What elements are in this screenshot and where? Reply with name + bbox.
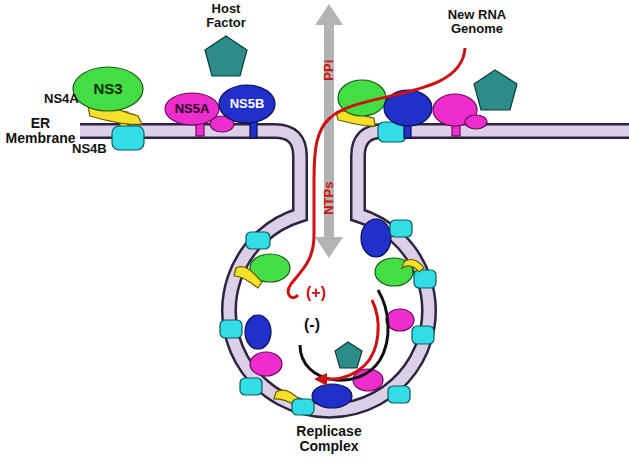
protein-ellipse: NS3	[72, 66, 144, 112]
flux-label: PPi	[322, 60, 336, 81]
transport-arrow-part	[315, 4, 343, 25]
protein-ellipse: NS5B	[218, 84, 276, 124]
er-membrane-part	[80, 131, 629, 411]
part-label: (+)	[306, 284, 326, 302]
part-label: (-)	[304, 316, 320, 334]
protein-name: NS5A	[175, 102, 210, 116]
replicase-proteins-part	[386, 309, 414, 331]
replicase-proteins-part	[245, 315, 271, 349]
part-label: NS4B	[72, 142, 107, 156]
replicase-proteins-part	[246, 232, 270, 249]
replicase-proteins-part	[292, 399, 314, 415]
replicase-proteins-part	[234, 267, 262, 288]
node-ellipse	[165, 93, 219, 125]
part-label: ER Membrane	[2, 116, 79, 147]
protein-name: NS3	[93, 81, 122, 98]
replicase-proteins-part	[220, 320, 242, 338]
right-protein-cluster-part	[474, 70, 517, 110]
right-protein-cluster	[336, 70, 517, 142]
rna-strands-part	[288, 48, 465, 298]
part-label: Replicase Complex	[279, 424, 379, 455]
replicase-proteins-part	[361, 219, 391, 257]
node-ellipse	[73, 67, 143, 111]
rna-strands-part	[314, 373, 327, 386]
replicase-proteins-part	[388, 386, 410, 403]
rna-strands-part	[326, 300, 378, 379]
part-label: NS4A	[44, 92, 79, 106]
node-ellipse	[219, 85, 275, 123]
protein-ellipse: NS5A	[164, 92, 220, 126]
left-protein-cluster-part	[112, 126, 144, 150]
replicase-proteins-part	[250, 352, 282, 376]
part-label: New RNA Genome	[434, 8, 520, 37]
replicase-proteins-part	[312, 384, 352, 408]
replicase-proteins-part	[240, 378, 262, 395]
protein-name: NS5B	[230, 97, 265, 111]
replicase-proteins	[220, 219, 436, 415]
part-label: Host Factor	[192, 2, 260, 31]
replicase-proteins-part	[335, 342, 362, 368]
rna-strands-part	[300, 290, 388, 380]
flux-label: NTPs	[322, 182, 336, 215]
transport-arrow-part	[315, 237, 343, 258]
right-protein-cluster-part	[465, 115, 487, 129]
rna-strands	[288, 48, 465, 386]
replicase-proteins-part	[412, 326, 434, 344]
er-membrane-part	[80, 131, 629, 411]
replicase-proteins-part	[414, 270, 436, 288]
er-membrane	[80, 131, 629, 411]
replicase-proteins-part	[402, 260, 424, 272]
replicase-proteins-part	[390, 220, 412, 237]
left-protein-cluster-part	[205, 36, 247, 76]
